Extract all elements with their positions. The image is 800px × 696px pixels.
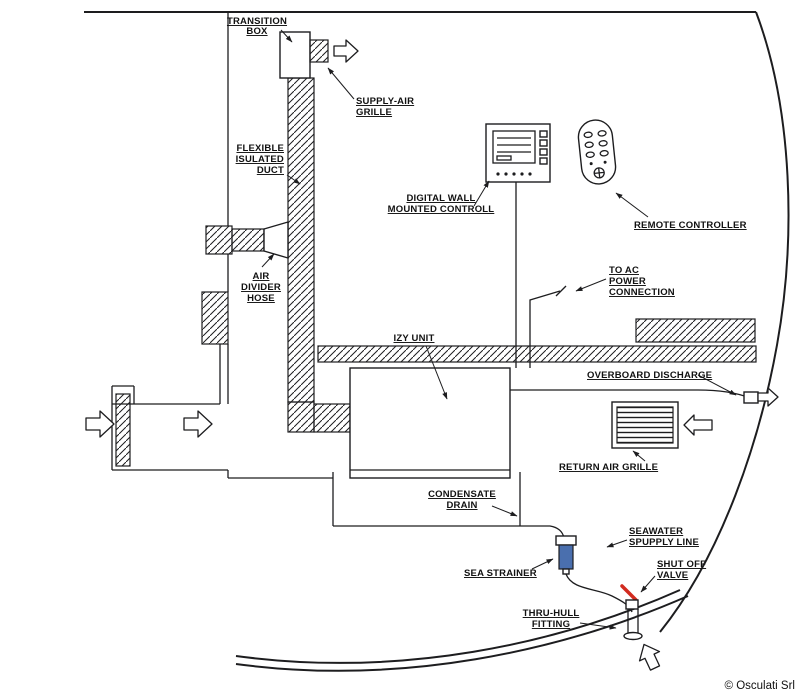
flexible-duct	[287, 77, 351, 433]
label-air-divider-hose: AIR	[253, 271, 270, 282]
seawater-line	[565, 573, 633, 613]
duct-to-unit	[313, 403, 351, 433]
sea-strainer-body	[558, 544, 574, 570]
label-shut-off-valve: VALVE	[657, 570, 688, 581]
hull-bottom-inner	[235, 589, 681, 664]
control-button	[539, 139, 548, 147]
deck-beam	[317, 345, 757, 363]
hull-bottom-outer	[235, 595, 689, 672]
water-intake-arrow-icon	[638, 643, 661, 671]
remote-button	[598, 140, 608, 147]
vertical-duct	[287, 77, 315, 403]
label-overboard-discharge: OVERBOARD DISCHARGE	[587, 370, 712, 381]
label-return-air-grille: RETURN AIR GRILLE	[559, 462, 658, 473]
label-to-ac-power: POWER	[609, 276, 646, 287]
air-divider-branch	[205, 221, 289, 259]
remote-button	[585, 151, 595, 158]
control-button	[539, 130, 548, 138]
labels: TRANSITION BOX SUPPLY-AIR GRILLE FLEXIBL…	[227, 16, 795, 692]
label-sea-strainer: SEA STRAINER	[464, 568, 537, 579]
label-thru-hull-fitting: FITTING	[532, 619, 570, 630]
remote-button	[599, 149, 609, 157]
ac-power-line	[529, 285, 567, 368]
label-flexible-duct: FLEXIBLE	[236, 143, 284, 154]
control-button	[539, 157, 548, 165]
inlet-air-arrow-icon	[85, 410, 115, 438]
label-izy-unit: IZY UNIT	[393, 333, 434, 344]
leader-lines	[261, 29, 737, 630]
remote-button	[583, 131, 593, 139]
control-button	[539, 148, 548, 156]
label-transition-box: BOX	[246, 26, 268, 37]
shut-off-valve-body	[625, 599, 639, 610]
branch-end-cap	[205, 225, 233, 255]
label-shut-off-valve: SHUT OFF	[657, 559, 706, 570]
remote-controller-device	[577, 119, 617, 185]
overboard-discharge-pipe	[510, 387, 779, 407]
wire-break-mark	[555, 285, 567, 297]
strainer-outlet	[562, 568, 570, 575]
digital-wall-control	[485, 123, 551, 183]
air-divider-cone	[263, 221, 289, 259]
label-remote-controller: REMOTE CONTROLLER	[634, 220, 747, 231]
airflow-out-arrow-icon	[333, 39, 359, 63]
label-transition-box: TRANSITION	[227, 16, 287, 27]
label-flexible-duct: ISULATED	[236, 154, 284, 165]
left-bulkhead	[111, 12, 333, 479]
hull-outline	[84, 11, 790, 672]
duct-elbow	[287, 401, 315, 433]
control-screen	[492, 130, 536, 164]
label-condensate-drain: DRAIN	[446, 500, 477, 511]
discharge-arrow-icon	[757, 387, 779, 407]
shut-off-valve-handle	[620, 584, 638, 602]
label-digital-wall-control: MOUNTED CONTROLL	[388, 204, 495, 215]
strainer-cap	[555, 535, 577, 546]
label-thru-hull-fitting: THRU-HULL	[523, 608, 580, 619]
discharge-fitting	[743, 391, 759, 404]
transition-box	[279, 31, 311, 79]
hull-side-curve	[659, 11, 790, 633]
wall-section	[201, 291, 229, 345]
thru-hull-pipe	[627, 609, 639, 634]
label-to-ac-power: TO AC	[609, 265, 639, 276]
label-air-divider-hose: HOSE	[247, 293, 275, 304]
label-flexible-duct: DUCT	[257, 165, 284, 176]
return-air-grille-box	[611, 401, 679, 449]
label-supply-air-grille: GRILLE	[356, 107, 392, 118]
shelf-beam	[635, 318, 756, 343]
remote-button	[584, 141, 594, 149]
branch-hose	[231, 228, 265, 252]
label-supply-air-grille: SUPPLY-AIR	[356, 96, 414, 107]
label-digital-wall-control: DIGITAL WALL	[406, 193, 475, 204]
supply-air-grille	[309, 39, 329, 63]
condensate-seawater-piping	[332, 472, 643, 641]
return-air-arrow-icon	[683, 414, 713, 436]
label-air-divider-hose: DIVIDER	[241, 282, 281, 293]
thru-hull-flange	[623, 631, 643, 641]
izy-unit-box	[349, 367, 511, 479]
label-condensate-drain: CONDENSATE	[428, 489, 496, 500]
copyright-text: © Osculati Srl	[725, 680, 795, 692]
label-seawater-supply: SPUPPLY LINE	[629, 537, 699, 548]
label-to-ac-power: CONNECTION	[609, 287, 675, 298]
drain-run	[333, 525, 565, 539]
label-seawater-supply: SEAWATER	[629, 526, 683, 537]
transition-box-group	[279, 31, 359, 79]
remote-button	[597, 130, 607, 137]
inlet-insulation	[115, 393, 131, 467]
duct-air-arrow-icon	[183, 410, 213, 438]
